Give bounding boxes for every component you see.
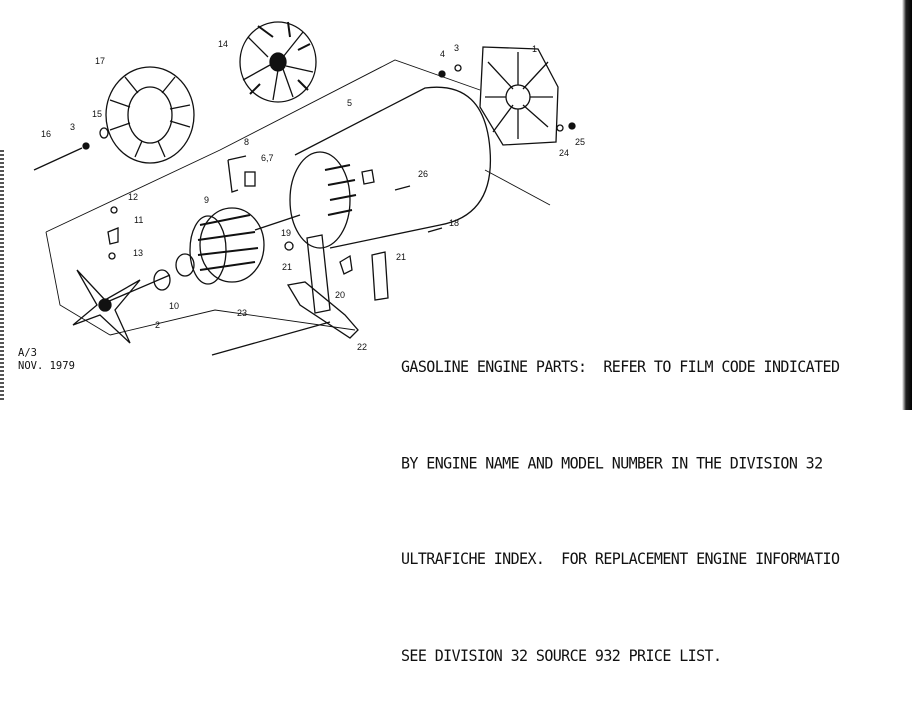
shroud-part	[105, 66, 195, 164]
callout-24: 24	[559, 148, 569, 158]
note-line-3: ULTRAFICHE INDEX. FOR REPLACEMENT ENGINE…	[401, 549, 840, 569]
document-date: NOV. 1979	[18, 360, 75, 372]
callout-3b: 3	[70, 122, 75, 132]
callout-21b: 21	[396, 252, 406, 262]
callout-67: 6,7	[261, 153, 274, 163]
callout-18: 18	[449, 218, 459, 228]
bearing-part	[153, 269, 171, 291]
callout-19: 19	[281, 228, 291, 238]
note-line-4: SEE DIVISION 32 SOURCE 932 PRICE LIST.	[401, 645, 722, 665]
through-bolt-part	[33, 147, 83, 171]
assembly-outline	[45, 59, 481, 233]
callout-20: 20	[335, 290, 345, 300]
callout-17: 17	[95, 56, 105, 66]
callout-12: 12	[128, 192, 138, 202]
support-bar-right	[371, 251, 389, 301]
exploded-parts-diagram: 17 14 4 3 1 5 15 3 16 8 6,7 24 25 26 12 …	[33, 21, 585, 356]
callout-21a: 21	[282, 262, 292, 272]
callout-16: 16	[41, 129, 51, 139]
end-bracket-part	[479, 46, 559, 146]
callout-2: 2	[155, 320, 160, 330]
callout-8: 8	[244, 137, 249, 147]
callout-5: 5	[347, 98, 352, 108]
callout-26: 26	[418, 169, 428, 179]
engine-parts-note: GASOLINE ENGINE PARTS: REFER TO FILM COD…	[401, 287, 911, 703]
callout-11: 11	[134, 215, 143, 225]
base-plate-part	[286, 281, 359, 339]
rod-part	[211, 321, 331, 356]
callout-14: 14	[218, 39, 228, 49]
callout-labels: 17 14 4 3 1 5 15 3 16 8 6,7 24 25 26 12 …	[41, 39, 585, 352]
rotor-part	[175, 207, 301, 285]
callout-23: 23	[237, 308, 247, 318]
scan-edge-left	[0, 150, 4, 400]
callout-25: 25	[575, 137, 585, 147]
scan-edge-right	[902, 0, 912, 410]
callout-9: 9	[204, 195, 209, 205]
callout-3a: 3	[454, 43, 459, 53]
callout-1: 1	[532, 44, 537, 54]
callout-13: 13	[133, 248, 143, 258]
note-line-1: GASOLINE ENGINE PARTS: REFER TO FILM COD…	[401, 357, 840, 377]
callout-22: 22	[357, 342, 367, 352]
stator-housing-part	[289, 86, 492, 249]
note-line-2: BY ENGINE NAME AND MODEL NUMBER IN THE D…	[401, 453, 823, 473]
flange-part	[72, 269, 141, 344]
callout-4: 4	[440, 49, 445, 59]
document-code-line1: A/3	[18, 347, 37, 359]
document-code: A/3 NOV. 1979	[18, 347, 75, 373]
callout-10: 10	[169, 301, 179, 311]
fan-part	[239, 21, 317, 103]
callout-15: 15	[92, 109, 102, 119]
